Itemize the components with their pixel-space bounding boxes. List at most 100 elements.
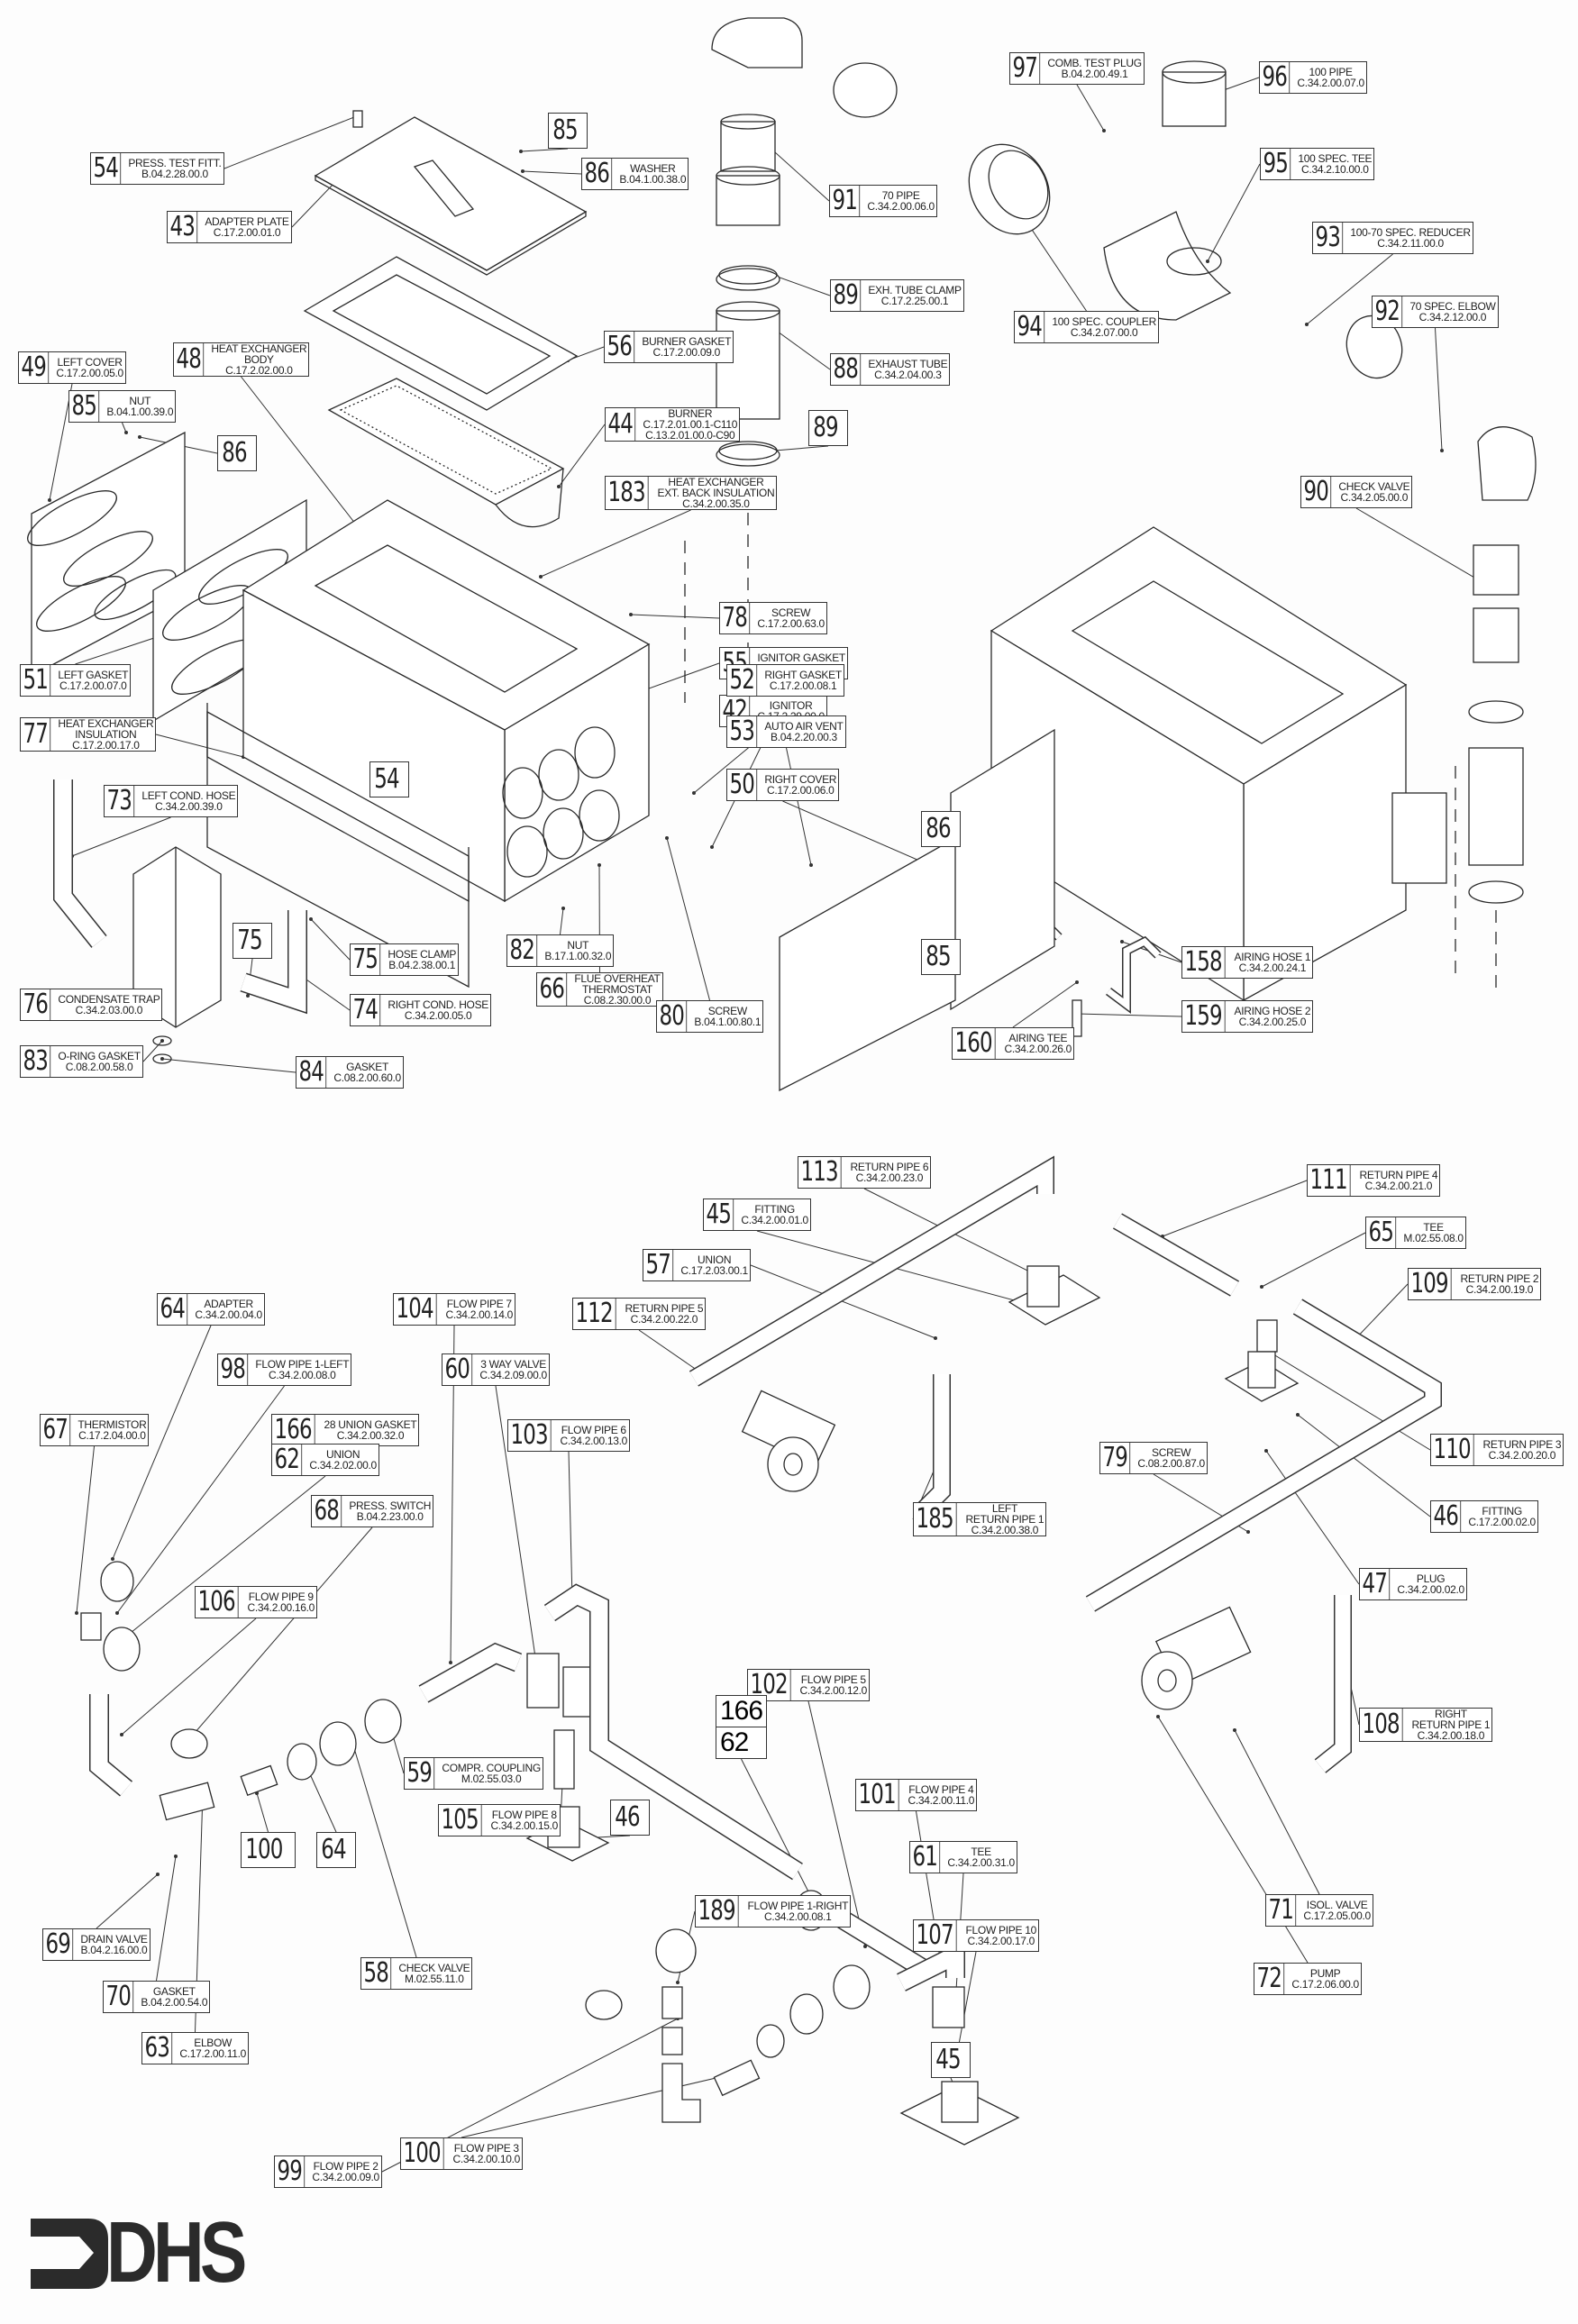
callout-46[interactable]: 46 [610,1800,651,1836]
leader-dot [676,1981,680,1984]
leader-line [782,800,920,861]
callout-89[interactable]: 89 [808,410,849,446]
front-port-rings [502,726,620,878]
callout-85[interactable]: 85 [921,939,962,975]
condensate-trap-and-hoses [53,779,307,1064]
callout-86[interactable]: 86 [217,435,258,471]
leader-line [1297,1414,1431,1517]
leader-dot [597,863,601,867]
leader-line [351,1738,417,1958]
callout-64[interactable]: 64 [316,1832,357,1868]
leader-dot [174,1855,178,1858]
leader-line [756,1230,1055,1312]
callout-54[interactable]: 54 [369,761,410,797]
leader-line [112,1325,212,1560]
callout-45[interactable]: 45 [931,2042,971,2078]
callout-86[interactable]: 86 [921,811,962,847]
leader-line [1076,84,1105,132]
callout-75[interactable]: 75 [233,923,273,959]
leader-dot [449,1661,452,1664]
callout-85[interactable]: 85 [548,113,588,149]
leader-line [786,747,812,866]
callout-100[interactable]: 100 [241,1832,296,1868]
